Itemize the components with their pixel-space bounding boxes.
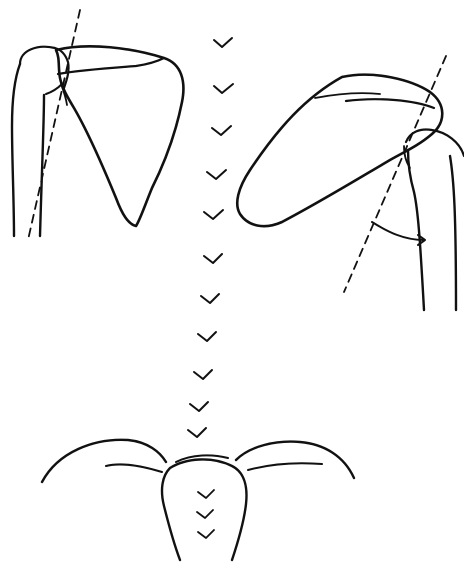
left-humerus-shaft-outer: [12, 64, 20, 236]
spine-vertebrae-group: [188, 38, 233, 437]
vertebra-chevron-10: [190, 402, 208, 411]
vertebra-chevron-6: [204, 254, 222, 263]
right-scapula-outline: [237, 75, 442, 226]
vertebra-chevron-2: [214, 84, 233, 93]
left-humerus-shaft-inner: [40, 95, 44, 236]
left-acromion-ridge: [58, 58, 164, 74]
left-axis-dashed-line: [28, 10, 80, 240]
vertebra-chevron-1: [214, 38, 232, 47]
vertebra-chevron-9: [194, 370, 212, 379]
left-scapula-outline: [56, 46, 183, 226]
vertebra-chevron-3: [212, 126, 231, 135]
sternum-outline: [162, 459, 246, 560]
right-shoulder-group: [237, 56, 464, 310]
right-humerus-shaft-right: [450, 156, 456, 310]
lower-shoulder-girdle-group: [42, 440, 354, 560]
right-humerus-shaft-left: [408, 150, 424, 310]
vertebra-chevron-11: [188, 428, 206, 437]
right-humerus-head-outline: [406, 130, 464, 157]
left-clavicle-inner-curve: [106, 464, 162, 472]
right-clavicle-inner-curve: [248, 463, 322, 470]
right-scapula-upper-contour: [315, 93, 380, 98]
vertebra-chevron-7: [201, 294, 219, 303]
right-acromion-ridge: [346, 99, 434, 108]
left-shoulder-group: [12, 10, 183, 240]
sternum-mark-3: [198, 530, 214, 538]
right-clavicle-outer-curve: [236, 442, 354, 478]
sternum-mark-1: [198, 490, 214, 498]
vertebra-chevron-5: [204, 210, 223, 219]
left-neck-contour: [46, 84, 62, 94]
sternum-mark-2: [197, 510, 213, 518]
vertebra-chevron-4: [207, 170, 226, 179]
left-clavicle-outer-curve: [42, 440, 166, 482]
vertebra-chevron-8: [198, 332, 216, 341]
rotation-arrow-arc: [372, 222, 424, 240]
